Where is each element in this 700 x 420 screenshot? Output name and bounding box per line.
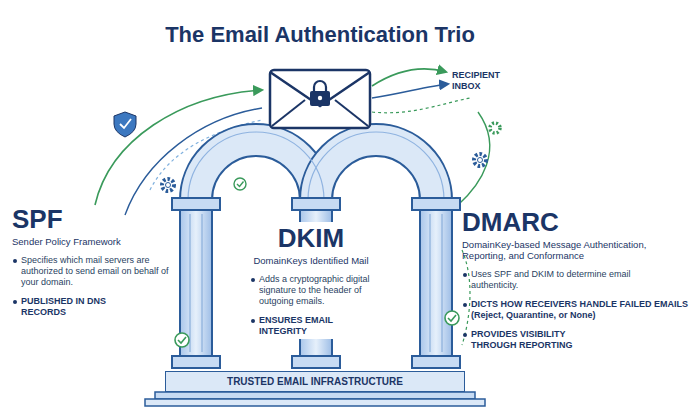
pillar-flute xyxy=(442,214,443,352)
platform-step xyxy=(155,392,475,399)
bullet-text: Specifies which mail servers are authori… xyxy=(12,255,174,288)
flow-line xyxy=(462,250,470,345)
flow-arrow xyxy=(372,69,446,86)
pillar-flute xyxy=(190,214,191,352)
pillar-flute xyxy=(430,214,431,352)
node-heading: DKIM xyxy=(250,224,372,252)
pillar-capital xyxy=(412,198,460,210)
pillar-base xyxy=(172,356,220,368)
bullet-text: DICTS HOW RECEIVERS HANDLE FAILED EMAILS… xyxy=(462,299,698,321)
flow-line xyxy=(458,112,490,205)
gear-icon xyxy=(162,179,174,191)
node-subtitle: DomainKeys Identified Mail xyxy=(250,255,372,266)
bullet-text: PUBLISHED IN DNS RECORDS xyxy=(12,296,131,318)
lock-body xyxy=(310,91,330,106)
check-icon xyxy=(445,311,459,325)
bullet-text: Adds a cryptographic digital signature t… xyxy=(250,274,372,307)
node-heading: SPF xyxy=(12,205,174,233)
flow-line xyxy=(372,98,470,113)
envelope xyxy=(270,70,370,128)
gear-icon xyxy=(474,154,486,166)
lock-shackle xyxy=(314,81,326,92)
gear-icon xyxy=(490,123,500,133)
platform-step xyxy=(145,399,485,406)
envelope-fold xyxy=(335,100,368,126)
bullet-text: ENSURES EMAIL INTEGRITY xyxy=(250,315,349,337)
pillar-capital xyxy=(292,198,340,210)
pillar-panel: DMARC DomainKey-based Message Authenticat… xyxy=(462,208,698,351)
bullet-text: Uses SPF and DKIM to determine email aut… xyxy=(462,269,646,291)
shield-check xyxy=(120,119,131,128)
check-icon xyxy=(234,178,246,190)
gear-icon xyxy=(478,158,483,163)
check-icon xyxy=(237,182,244,187)
inbox-label: RECIPIENT INBOX xyxy=(452,70,514,92)
flow-arrow xyxy=(372,84,448,98)
lock-keyhole xyxy=(318,96,322,100)
pillar-base xyxy=(292,356,340,368)
gear-icon xyxy=(166,183,171,188)
envelope-flap xyxy=(270,72,370,106)
check-icon xyxy=(175,333,189,347)
node-subtitle: DomainKey-based Message Authentication, … xyxy=(462,239,692,261)
pillar-panel: SPF Sender Policy FrameworkSpecifies whic… xyxy=(12,205,174,318)
pillar-capital xyxy=(172,198,220,210)
shield-icon xyxy=(114,112,136,137)
node-heading: DMARC xyxy=(462,208,698,236)
pillar-base xyxy=(412,356,460,368)
envelope-fold xyxy=(272,100,305,126)
arch-line xyxy=(188,132,324,200)
foundation-band: TRUSTED EMAIL INFRASTRUCTURE xyxy=(165,371,465,392)
band-text: TRUSTED EMAIL INFRASTRUCTURE xyxy=(166,372,464,392)
diagram-title: The Email Authentication Trio xyxy=(0,22,640,48)
arch-line xyxy=(308,132,444,200)
pillar-flute xyxy=(202,214,203,352)
bullet-text: PROVIDES VISIBILITY THROUGH REPORTING xyxy=(462,329,606,351)
pillar-shaft xyxy=(420,210,452,356)
check-icon xyxy=(448,315,456,321)
node-subtitle: Sender Policy Framework xyxy=(12,236,174,247)
pillar-panel: DKIM DomainKeys Identified MailAdds a cry… xyxy=(246,222,376,339)
check-icon xyxy=(178,337,186,343)
